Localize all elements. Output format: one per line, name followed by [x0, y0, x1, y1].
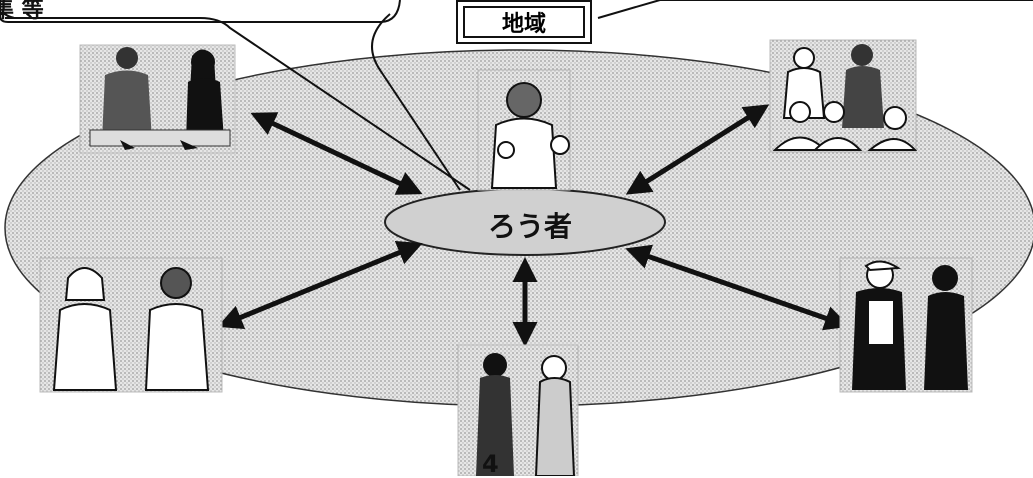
callout-tail-left — [5, 17, 471, 191]
people-top-left-icon — [79, 44, 236, 154]
people-bottom-icon — [457, 344, 579, 476]
people-right-icon — [839, 257, 973, 393]
people-left-icon — [39, 257, 223, 393]
page-number: 4 — [482, 450, 499, 478]
arrow-top-right — [625, 104, 770, 195]
center-label: ろう者 — [487, 210, 572, 243]
people-top-right-icon — [769, 39, 918, 153]
arrow-right — [625, 244, 850, 331]
region-label-box: 地域 — [456, 0, 592, 44]
callout-fragment-text: 集 等 — [0, 0, 44, 23]
arrow-left — [217, 240, 423, 330]
callout-tail-left-2 — [371, 13, 461, 191]
person-center-signer-icon — [477, 69, 571, 191]
callout-box-left — [0, 0, 401, 23]
callout-tail-right — [597, 0, 661, 19]
arrow-top-left — [250, 112, 423, 195]
region-label: 地域 — [463, 6, 585, 38]
